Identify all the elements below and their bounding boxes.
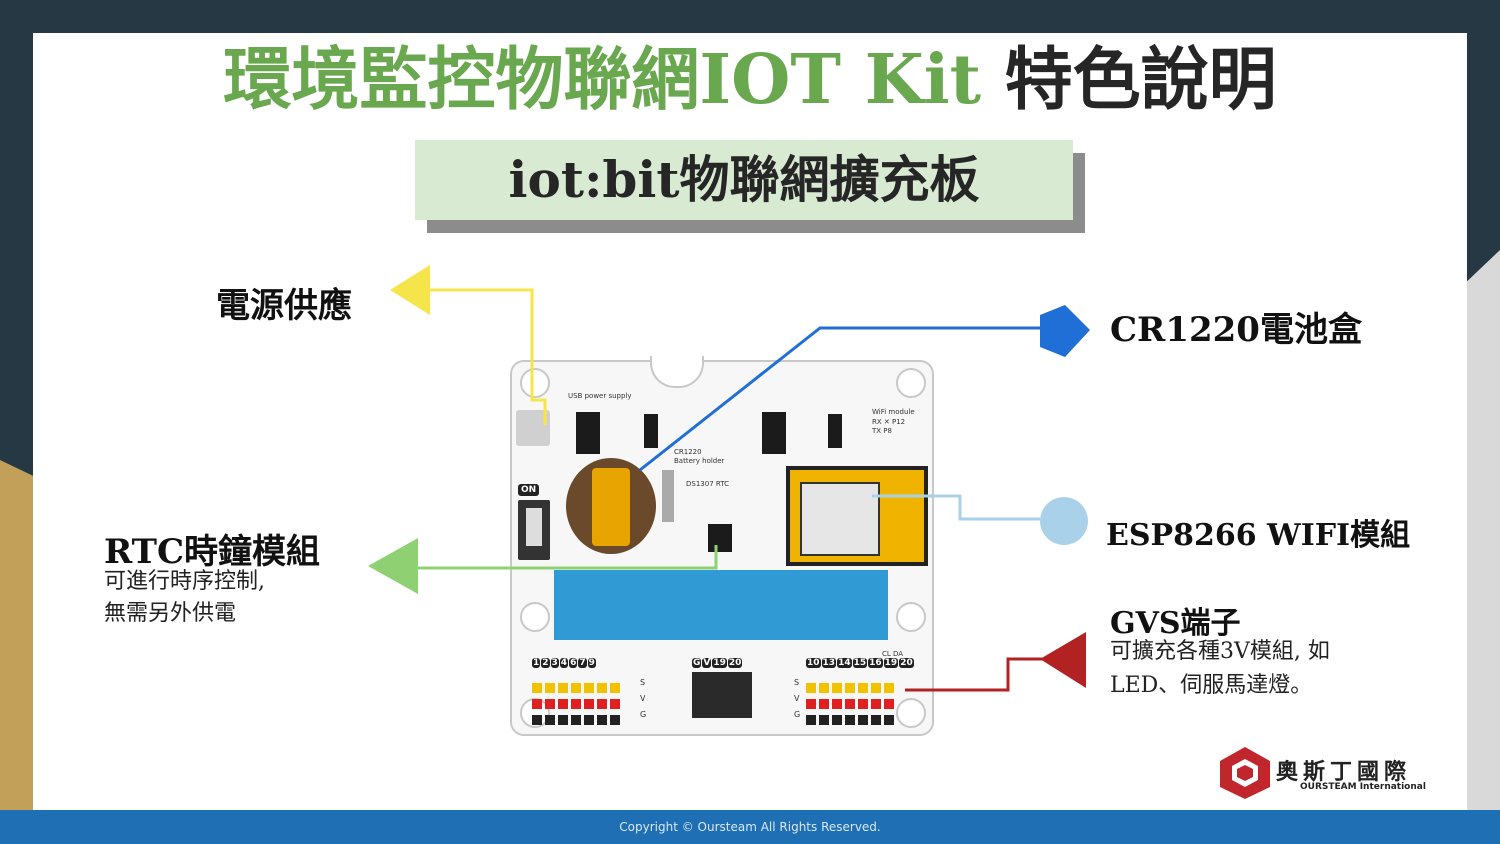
battery-holder [566, 458, 656, 554]
gvs-desc-line2: LED、伺服馬達燈。 [1110, 673, 1313, 698]
copyright-text: Copyright © Oursteam All Rights Reserved… [619, 820, 881, 834]
wifi-label-1: WiFi module [872, 408, 915, 416]
esp8266-module [786, 466, 928, 566]
cl-da-label: CL DA [882, 650, 904, 658]
mount-hole [896, 368, 926, 398]
battery-connector-line [639, 326, 1040, 472]
wifi-label-3: TX P8 [872, 427, 892, 435]
rtc-label: DS1307 RTC [686, 480, 729, 488]
power-label: 電源供應 [216, 286, 352, 326]
mount-hole [520, 368, 550, 398]
left-s-row [532, 678, 623, 693]
iotbit-board-image: USB power supply CR1220 Battery holder D… [510, 356, 934, 736]
gvs-arrow-icon [1040, 632, 1086, 688]
subtitle-box: iot:bit物聯網擴充板 [415, 140, 1073, 220]
oursteam-logo-icon [1220, 747, 1270, 799]
battery-label-1: CR1220 [674, 448, 702, 456]
gvs-connector-line [905, 657, 1045, 692]
footer-bar: Copyright © Oursteam All Rights Reserved… [0, 810, 1500, 844]
left-g-row [532, 710, 623, 725]
rtc-chip [708, 524, 732, 552]
battery-label: CR1220電池盒 [1110, 310, 1362, 350]
title-green-part: 環境監控物聯網IOT Kit [223, 40, 981, 120]
power-arrow-icon [390, 265, 430, 315]
power-switch [518, 500, 550, 560]
rtc-connector-line [418, 545, 718, 570]
slide-title: 環境監控物聯網IOT Kit 特色說明 [0, 40, 1500, 122]
right-g-row [806, 710, 897, 725]
rtc-label: RTC時鐘模組 [104, 532, 321, 572]
rtc-desc-line2: 無需另外供電 [104, 601, 237, 626]
wifi-connector-line [872, 494, 1040, 521]
wifi-label: ESP8266 WIFI模組 [1106, 518, 1411, 553]
rtc-arrow-icon [368, 538, 418, 594]
crystal [662, 470, 674, 522]
mount-hole [896, 698, 926, 728]
battery-pentagon-icon [1040, 305, 1090, 357]
gvs-desc-line1: 可擴充各種3V模組, 如 [1110, 639, 1330, 664]
battery-label-2: Battery holder [674, 457, 725, 465]
gvs-label: GVS端子 [1110, 606, 1241, 641]
power-connector-line [430, 288, 547, 425]
right-v-row [806, 694, 897, 709]
microbit-slot [554, 570, 888, 640]
diode [644, 414, 658, 448]
right-s-row [806, 678, 897, 693]
logo-english-name: OURSTEAM International [1300, 782, 1426, 792]
left-v-row [532, 694, 623, 709]
mount-hole [896, 602, 926, 632]
usb-label: USB power supply [568, 392, 632, 400]
regulator-chip [762, 412, 786, 454]
female-header [692, 672, 752, 718]
on-label: ON [518, 484, 540, 496]
regulator-chip [576, 412, 600, 454]
wifi-circle-icon [1040, 497, 1088, 545]
gvs-letter-v: V [794, 694, 800, 703]
gvs-letter-s: S [640, 678, 646, 687]
title-dark-part: 特色說明 [980, 40, 1277, 120]
gvs-letter-g: G [794, 710, 801, 719]
mount-hole [520, 602, 550, 632]
gvs-letter-s: S [794, 678, 800, 687]
subtitle-text: iot:bit物聯網擴充板 [508, 150, 980, 209]
diode [828, 414, 842, 448]
logo-chinese-name: 奧斯丁國際 [1276, 760, 1412, 785]
rtc-desc-line1: 可進行時序控制, [104, 569, 265, 594]
gvs-letter-v: V [640, 694, 646, 703]
gvs-letter-g: G [640, 710, 647, 719]
wifi-label-2: RX ✕ P12 [872, 418, 906, 426]
